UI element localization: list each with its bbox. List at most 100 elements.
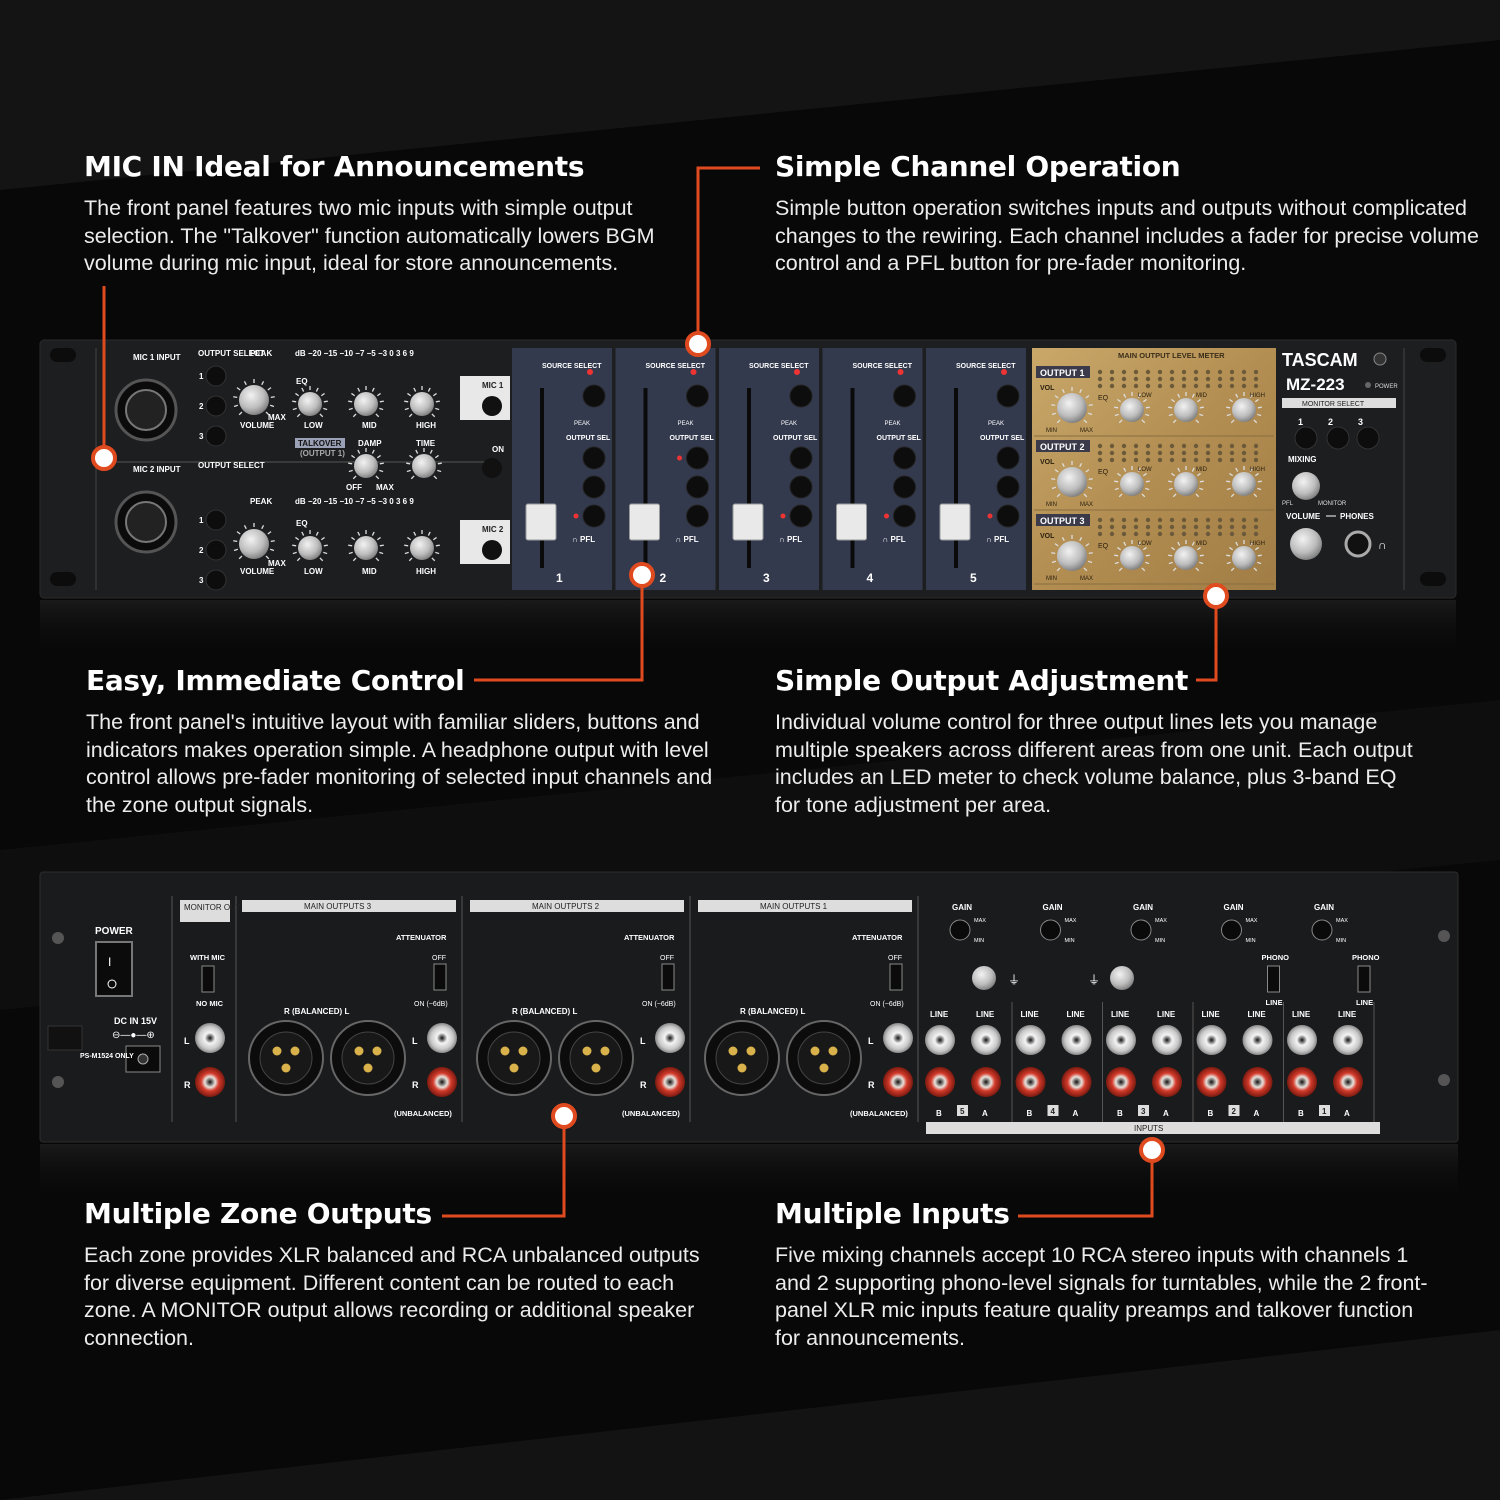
attenuator-switch[interactable] (661, 963, 675, 991)
phono-line-switch[interactable] (1267, 965, 1280, 993)
output-3-low-knob[interactable] (1120, 546, 1144, 570)
talkover-damp-knob[interactable] (354, 454, 378, 478)
monitor-out-r-jack[interactable] (195, 1067, 225, 1097)
gain-trim[interactable] (949, 919, 971, 941)
mic-output-select-button[interactable] (205, 509, 227, 531)
output-1-high-knob[interactable] (1232, 398, 1256, 422)
mic2-volume-knob[interactable] (239, 529, 269, 559)
output-sel-button[interactable] (893, 504, 916, 528)
mic-output-select-button[interactable] (205, 539, 227, 561)
talkover-on-button[interactable] (482, 458, 502, 478)
output-sel-button[interactable] (996, 475, 1020, 499)
mic1-eq-mid-knob[interactable] (354, 392, 378, 416)
input-b-l-jack[interactable] (1106, 1025, 1136, 1055)
input-b-l-jack[interactable] (925, 1025, 955, 1055)
mic1-button[interactable] (482, 396, 502, 416)
input-a-r-jack[interactable] (1061, 1067, 1092, 1097)
output-sel-button[interactable] (996, 446, 1020, 470)
monitor-button-1[interactable] (1294, 426, 1318, 450)
input-a-r-jack[interactable] (1152, 1067, 1182, 1097)
with-mic-switch[interactable] (201, 965, 215, 993)
rca-r-output[interactable] (883, 1067, 913, 1097)
monitor-out-l-jack[interactable] (195, 1023, 225, 1053)
output-sel-button[interactable] (686, 475, 709, 499)
source-select-button[interactable] (893, 384, 916, 408)
phones-volume-knob[interactable] (1290, 528, 1322, 560)
channel-fader[interactable] (629, 503, 660, 541)
monitor-button-3[interactable] (1356, 426, 1380, 450)
output-1-mid-knob[interactable] (1174, 398, 1198, 422)
ground-terminal-1[interactable] (972, 966, 996, 990)
source-select-button[interactable] (996, 384, 1020, 408)
input-b-r-jack[interactable] (1106, 1067, 1136, 1097)
source-select-button[interactable] (582, 384, 606, 408)
channel-fader[interactable] (836, 503, 867, 541)
input-b-r-jack[interactable] (1015, 1067, 1046, 1097)
rca-l-output[interactable] (883, 1023, 913, 1053)
output-sel-button[interactable] (893, 475, 916, 499)
input-a-r-jack[interactable] (1333, 1067, 1363, 1097)
output-2-mid-knob[interactable] (1174, 472, 1198, 496)
mic2-eq-low-knob[interactable] (298, 536, 322, 560)
output-sel-button[interactable] (582, 475, 606, 499)
gain-trim[interactable] (1040, 919, 1061, 941)
ground-terminal-2[interactable] (1110, 966, 1134, 990)
phones-jack[interactable] (1344, 530, 1372, 558)
dc-jack[interactable] (125, 1045, 161, 1073)
output-2-low-knob[interactable] (1120, 472, 1144, 496)
channel-fader[interactable] (732, 503, 764, 541)
input-a-l-jack[interactable] (1333, 1025, 1363, 1055)
mic-output-select-button[interactable] (205, 569, 227, 591)
mic-output-select-button[interactable] (205, 365, 227, 387)
output-sel-button[interactable] (789, 446, 813, 470)
input-a-l-jack[interactable] (971, 1025, 1001, 1055)
mic2-eq-high-knob[interactable] (410, 536, 434, 560)
gain-trim[interactable] (1221, 919, 1242, 941)
mixing-knob[interactable] (1292, 472, 1320, 500)
output-3-high-knob[interactable] (1232, 546, 1256, 570)
source-select-button[interactable] (789, 384, 813, 408)
input-b-r-jack[interactable] (925, 1067, 955, 1097)
mic1-volume-knob[interactable] (239, 385, 269, 415)
input-b-l-jack[interactable] (1015, 1025, 1046, 1055)
gain-trim[interactable] (1311, 919, 1333, 941)
input-b-r-jack[interactable] (1287, 1067, 1317, 1097)
input-b-l-jack[interactable] (1196, 1025, 1227, 1055)
output-3-volume-knob[interactable] (1057, 541, 1087, 571)
output-sel-button[interactable] (686, 446, 709, 470)
output-1-low-knob[interactable] (1120, 398, 1144, 422)
monitor-button-2[interactable] (1326, 426, 1350, 450)
output-sel-button[interactable] (789, 504, 813, 528)
output-sel-button[interactable] (893, 446, 916, 470)
output-sel-button[interactable] (996, 504, 1020, 528)
output-2-volume-knob[interactable] (1057, 467, 1087, 497)
channel-fader[interactable] (939, 503, 971, 541)
input-b-r-jack[interactable] (1196, 1067, 1227, 1097)
mic1-eq-low-knob[interactable] (298, 392, 322, 416)
rca-l-output[interactable] (655, 1023, 685, 1053)
phono-line-switch[interactable] (1357, 965, 1371, 993)
talkover-time-knob[interactable] (412, 454, 436, 478)
channel-fader[interactable] (525, 503, 557, 541)
gain-trim[interactable] (1130, 919, 1152, 941)
source-select-button[interactable] (686, 384, 709, 408)
mic-output-select-button[interactable] (205, 425, 227, 447)
rca-l-output[interactable] (427, 1023, 457, 1053)
input-a-l-jack[interactable] (1152, 1025, 1182, 1055)
mic2-eq-mid-knob[interactable] (354, 536, 378, 560)
input-a-l-jack[interactable] (1242, 1025, 1273, 1055)
mic2-button[interactable] (482, 540, 502, 560)
input-b-l-jack[interactable] (1287, 1025, 1317, 1055)
input-a-r-jack[interactable] (971, 1067, 1001, 1097)
output-2-high-knob[interactable] (1232, 472, 1256, 496)
power-switch[interactable] (95, 941, 133, 997)
output-1-volume-knob[interactable] (1057, 393, 1087, 423)
input-a-r-jack[interactable] (1242, 1067, 1273, 1097)
attenuator-switch[interactable] (433, 963, 447, 991)
output-sel-button[interactable] (582, 504, 606, 528)
output-sel-button[interactable] (789, 475, 813, 499)
attenuator-switch[interactable] (889, 963, 903, 991)
output-sel-button[interactable] (686, 504, 709, 528)
input-a-l-jack[interactable] (1061, 1025, 1092, 1055)
rca-r-output[interactable] (427, 1067, 457, 1097)
